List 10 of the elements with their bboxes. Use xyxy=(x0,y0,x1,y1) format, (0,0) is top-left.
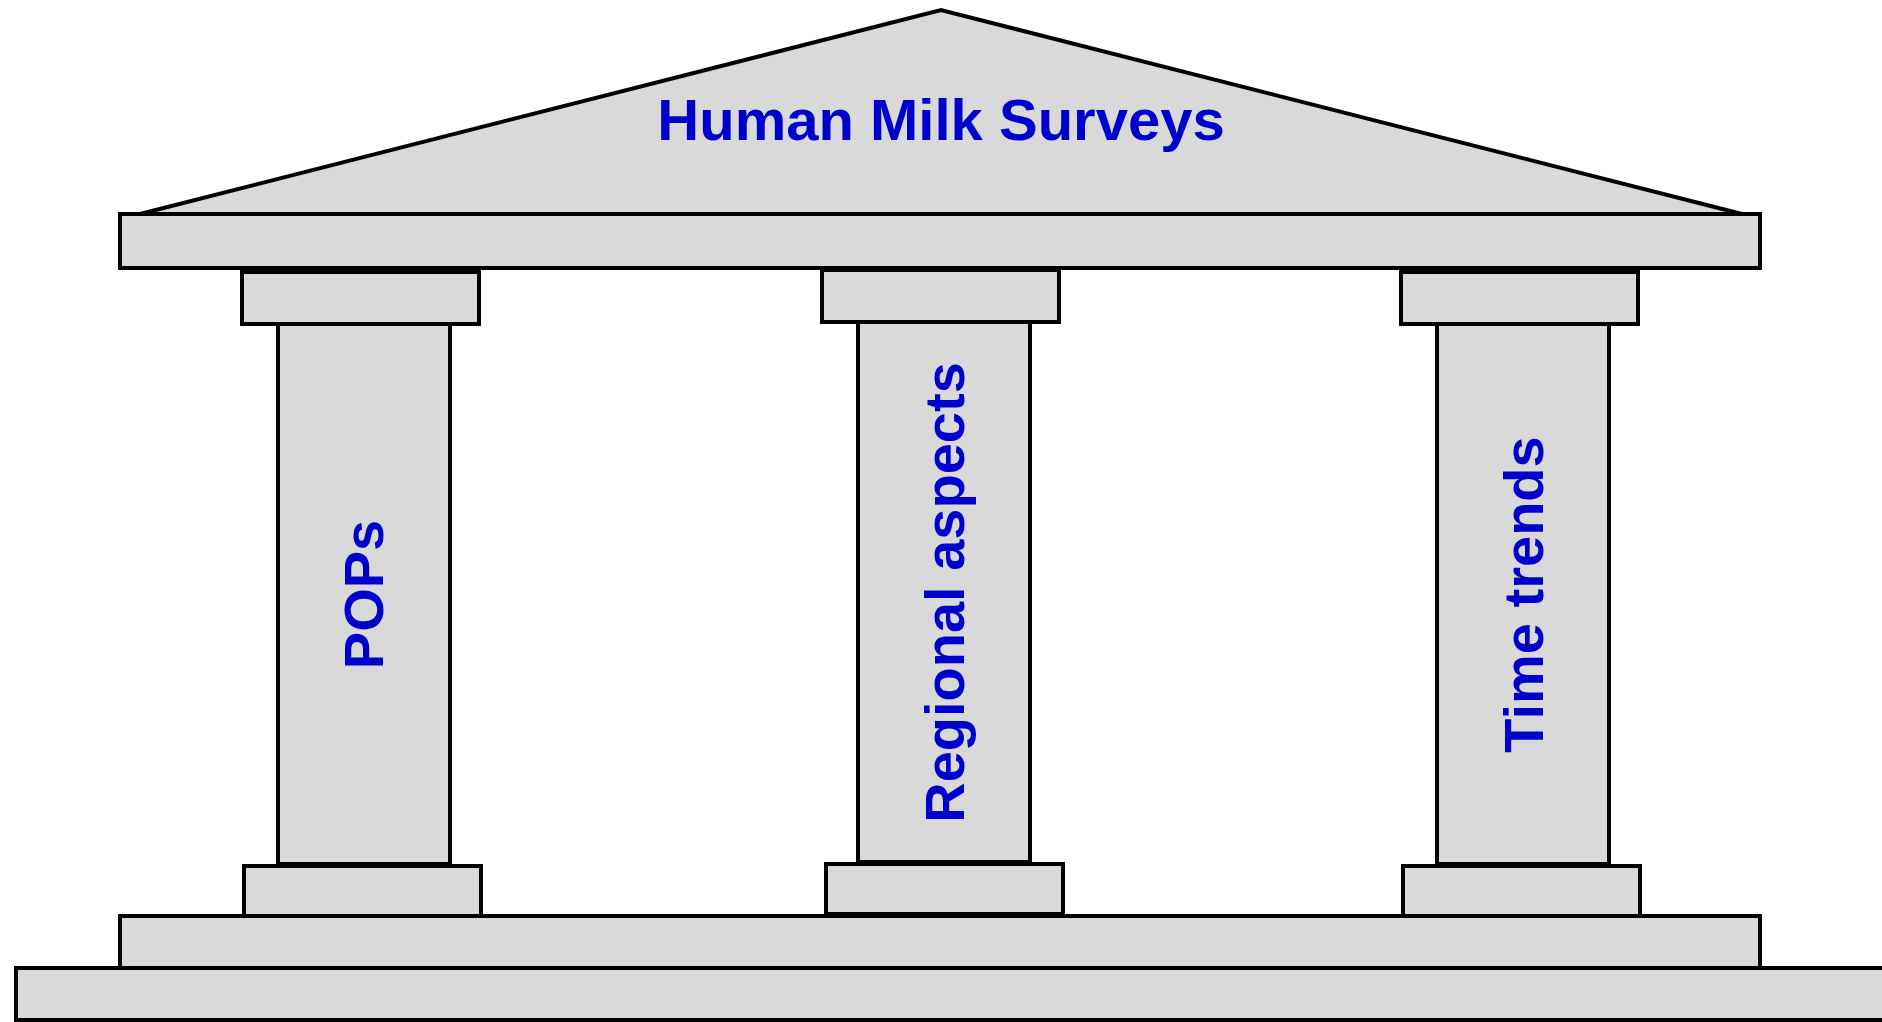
column-capital xyxy=(240,270,481,326)
title-text: Human Milk Surveys xyxy=(657,86,1225,153)
column-base xyxy=(824,862,1065,916)
temple-step xyxy=(14,966,1882,1022)
column-capital xyxy=(1399,270,1640,326)
column-label: POPs xyxy=(331,519,397,669)
column-label: Regional aspects xyxy=(911,361,977,823)
column-capital xyxy=(820,268,1061,324)
temple-beam xyxy=(118,212,1762,270)
column-label: Time trends xyxy=(1490,435,1556,753)
